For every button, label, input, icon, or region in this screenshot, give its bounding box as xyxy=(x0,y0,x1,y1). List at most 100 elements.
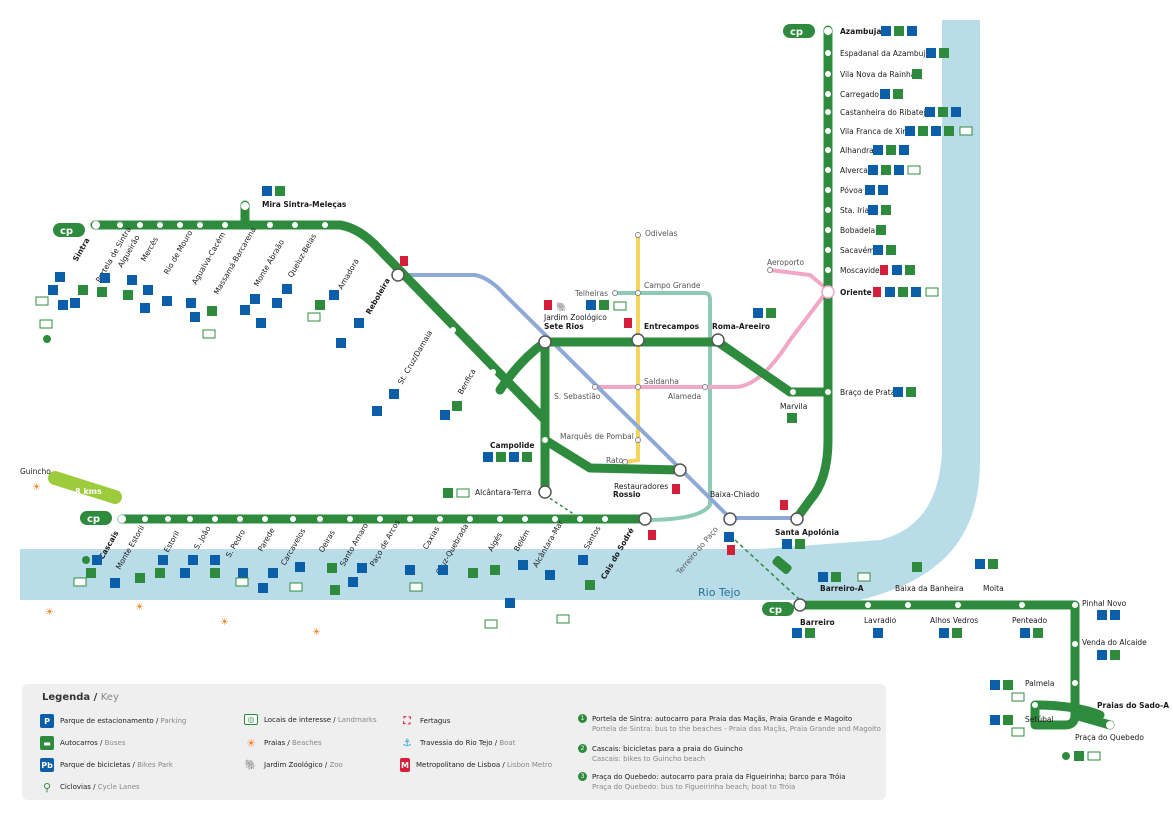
metro-rato[interactable]: Rato xyxy=(606,456,624,465)
station-bobadela[interactable]: Bobadela xyxy=(840,226,875,235)
station-praca-quebedo[interactable]: Praça do Quebedo xyxy=(1075,733,1144,742)
note-text-pt: Portela de Sintra: autocarro para Praia … xyxy=(592,715,853,723)
metro-odivelas[interactable]: Odivelas xyxy=(645,229,677,238)
station-vila-nova-rainha[interactable]: Vila Nova da Rainha xyxy=(840,70,915,79)
station-sete-rios[interactable]: Sete Rios xyxy=(544,322,584,331)
line-sete-rios-st-cruz xyxy=(495,337,550,395)
legend-title-pt: Legenda xyxy=(42,692,91,703)
metro-marques-pombal[interactable]: Marquês de Pombal xyxy=(560,432,634,441)
station-parede[interactable]: Parede xyxy=(256,526,277,553)
station-pinhal-novo[interactable]: Pinhal Novo xyxy=(1082,599,1127,608)
metro-telheiras[interactable]: Telheiras xyxy=(574,289,608,298)
station-barreiro-a[interactable]: Barreiro-A xyxy=(820,584,864,593)
station-alhos-vedros[interactable]: Alhos Vedros xyxy=(930,616,978,625)
metro-alameda[interactable]: Alameda xyxy=(668,392,701,401)
interchange-rings xyxy=(391,268,835,612)
station-jardim-zoo[interactable]: Jardim Zoológico xyxy=(543,313,607,322)
legend-label: Parque de estacionamento xyxy=(60,717,154,725)
station-caxias[interactable]: Caxias xyxy=(421,525,441,551)
station-rio-mouro[interactable]: Rio de Mouro xyxy=(162,228,195,276)
station-entrecampos[interactable]: Entrecampos xyxy=(644,322,700,331)
note-text-pt: Cascais: bicicletas para a praia do Guin… xyxy=(592,745,743,753)
station-merces[interactable]: Mercês xyxy=(139,235,160,263)
station-praias-sado[interactable]: Praias do Sado-A xyxy=(1097,701,1169,710)
note-text-en: Praça do Quebedo: bus to Figueirinha bea… xyxy=(592,783,796,791)
svg-text:cp: cp xyxy=(790,27,803,38)
station-santa-apolonia[interactable]: Santa Apolónia xyxy=(775,528,839,537)
metro-s-sebastiao[interactable]: S. Sebastião xyxy=(554,392,601,401)
cp-logo-azambuja: cp xyxy=(783,24,815,38)
metro-small-dots xyxy=(592,232,773,465)
station-venda-alcaide[interactable]: Venda do Alcaide xyxy=(1082,638,1147,647)
legend-title-en: Key xyxy=(100,692,119,703)
service-icons-sintra-line xyxy=(35,256,462,420)
station-alverca[interactable]: Alverca xyxy=(840,166,868,175)
zoo-icon: 🐘 xyxy=(244,759,258,771)
metro-icon: M xyxy=(400,758,410,772)
station-setubal[interactable]: Setúbal xyxy=(1025,715,1054,724)
station-benfica[interactable]: Benfica xyxy=(456,367,478,396)
station-queluz[interactable]: Queluz-Belas xyxy=(286,232,318,279)
bike-park-icon: Pb xyxy=(40,758,54,772)
service-icons-cascais-line: ☀ ☀ ☀ ☀ ☀ xyxy=(32,482,595,638)
bus-icon: ▬ xyxy=(40,736,54,750)
station-alhandra[interactable]: Alhandra xyxy=(840,146,874,155)
fertagus-icon: ⛶ xyxy=(403,715,411,727)
metro-saldanha[interactable]: Saldanha xyxy=(644,377,679,386)
svg-text:☀: ☀ xyxy=(312,627,321,638)
legend-item-metro: M Metropolitano de Lisboa / Lisbon Metro xyxy=(400,758,552,772)
station-sintra[interactable]: Sintra xyxy=(71,236,92,263)
note-text-en: Portela de Sintra: bus to the beaches - … xyxy=(592,725,881,733)
legend-note-1: 1 Portela de Sintra: autocarro para Prai… xyxy=(578,714,882,734)
station-sacavem[interactable]: Sacavém xyxy=(840,246,874,255)
station-alcantara-terra[interactable]: Alcântara-Terra xyxy=(475,488,531,497)
svg-text:cp: cp xyxy=(769,605,782,616)
station-baixa-chiado[interactable]: Baixa-Chiado xyxy=(710,490,760,499)
station-penteado[interactable]: Penteado xyxy=(1012,616,1048,625)
station-povoa[interactable]: Póvoa xyxy=(840,186,862,195)
station-lavradio[interactable]: Lavradio xyxy=(864,616,897,625)
legend-item-buses: ▬ Autocarros / Buses xyxy=(40,736,125,750)
station-palmela[interactable]: Palmela xyxy=(1025,679,1054,688)
station-marvila[interactable]: Marvila xyxy=(780,402,807,411)
station-barreiro[interactable]: Barreiro xyxy=(800,618,835,627)
metro-aeroporto[interactable]: Aeroporto xyxy=(767,258,804,267)
station-sta-iria[interactable]: Sta. Iria xyxy=(840,206,869,215)
station-roma-areeiro[interactable]: Roma-Areeiro xyxy=(712,322,770,331)
station-vila-franca[interactable]: Vila Franca de Xira xyxy=(840,127,910,136)
station-moscavide[interactable]: Moscavide xyxy=(840,266,880,275)
station-restauradores[interactable]: Restauradores xyxy=(614,482,668,491)
station-santos[interactable]: Santos xyxy=(582,524,603,551)
station-s-joao[interactable]: S. João xyxy=(192,524,213,551)
station-castanheira[interactable]: Castanheira do Ribatejo xyxy=(840,108,931,117)
metro-campo-grande[interactable]: Campo Grande xyxy=(644,281,701,290)
service-icons-mira-sintra xyxy=(262,186,285,196)
legend-label-en: Beaches xyxy=(291,739,322,747)
ferry-route xyxy=(734,539,801,601)
station-baixa-banheira[interactable]: Baixa da Banheira xyxy=(895,584,964,593)
station-guincho[interactable]: Guincho xyxy=(20,467,51,476)
legend-label: Metropolitano de Lisboa xyxy=(416,761,501,769)
legend-label: Praias xyxy=(264,739,286,747)
note-number: 1 xyxy=(578,714,587,723)
station-amadora[interactable]: Amadora xyxy=(336,257,361,291)
station-braco-prata[interactable]: Braço de Prata xyxy=(840,388,895,397)
station-oriente[interactable]: Oriente xyxy=(840,288,872,297)
guincho-bike-distance: 8 kms xyxy=(75,487,102,496)
legend-item-parking: P Parque de estacionamento / Parking xyxy=(40,714,186,728)
svg-text:☀: ☀ xyxy=(32,482,41,493)
station-carregado[interactable]: Carregado xyxy=(840,90,879,99)
legend-label-en: Buses xyxy=(104,739,126,747)
station-reboleira[interactable]: Reboleira xyxy=(364,277,392,316)
station-espadanal[interactable]: Espadanal da Azambuja xyxy=(840,49,930,58)
station-campolide[interactable]: Campolide xyxy=(490,441,535,450)
cp-logo-sintra: cp xyxy=(53,223,85,237)
station-rossio[interactable]: Rossio xyxy=(613,490,641,499)
station-monte-abraao[interactable]: Monte Abraão xyxy=(252,238,286,288)
station-moita[interactable]: Moita xyxy=(983,584,1004,593)
cp-logo-cascais: cp xyxy=(80,511,112,525)
bike-icon: ⚲ xyxy=(42,780,52,794)
station-azambuja[interactable]: Azambuja xyxy=(840,27,881,36)
station-st-cruz[interactable]: St. Cruz/Damaia xyxy=(396,329,434,386)
station-mira-sintra[interactable]: Mira Sintra-Meleças xyxy=(262,200,347,209)
